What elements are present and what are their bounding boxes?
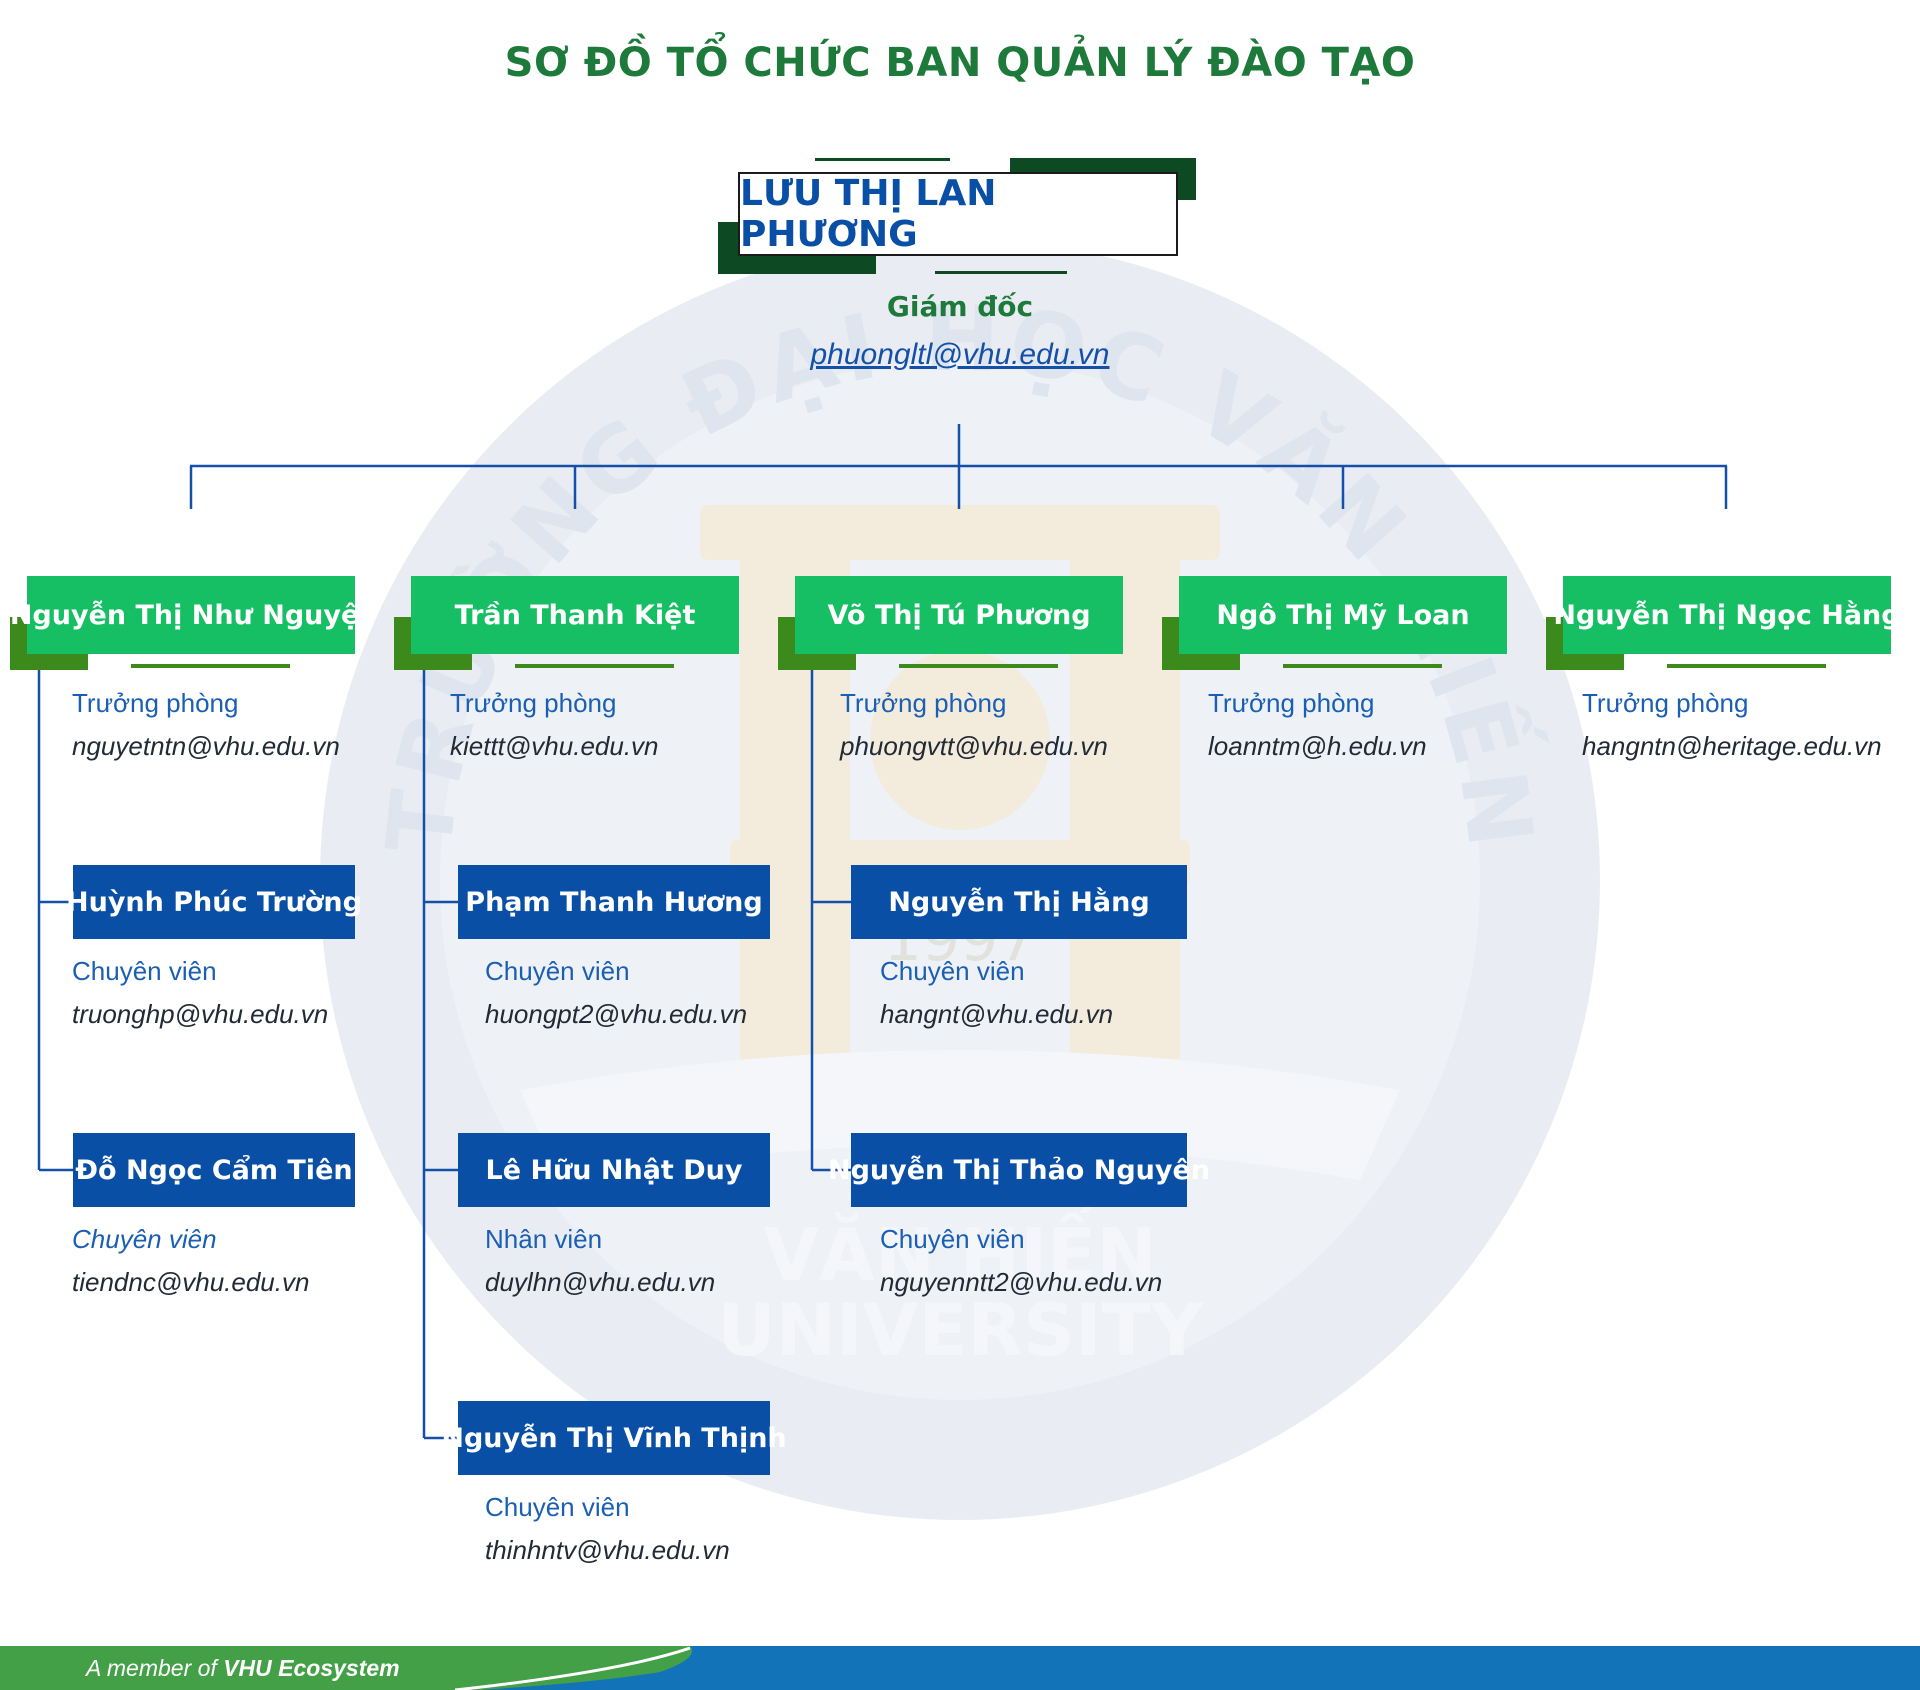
staff-email: huongpt2@vhu.edu.vn bbox=[485, 999, 748, 1029]
staff-role: Chuyên viên bbox=[485, 956, 630, 986]
head-email: phuongvtt@vhu.edu.vn bbox=[840, 731, 1108, 761]
watermark-line2: UNIVERSITY bbox=[717, 1288, 1204, 1372]
staff-email: nguyenntt2@vhu.edu.vn bbox=[880, 1267, 1163, 1297]
department-head-box: Trần Thanh Kiệt bbox=[411, 576, 739, 654]
staff-role: Nhân viên bbox=[485, 1224, 603, 1254]
head-role: Trưởng phòng bbox=[450, 688, 617, 718]
director-name-box: LƯU THỊ LAN PHƯƠNG bbox=[738, 172, 1178, 256]
footer-brand: VHU Ecosystem bbox=[223, 1655, 400, 1681]
head-role: Trưởng phòng bbox=[1582, 688, 1749, 718]
staff-name-box: Nguyễn Thị Thảo Nguyên bbox=[828, 1133, 1210, 1207]
footer-ecosystem-text: A member of VHU Ecosystem bbox=[86, 1655, 400, 1682]
staff-name-box: Nguyễn Thị Vĩnh Thịnh bbox=[441, 1401, 787, 1475]
head-role: Trưởng phòng bbox=[1208, 688, 1375, 718]
head-email: loanntm@h.edu.vn bbox=[1208, 731, 1427, 761]
department-head-box: Nguyễn Thị Ngọc Hằng bbox=[1553, 576, 1901, 654]
head-email: nguyetntn@vhu.edu.vn bbox=[72, 731, 340, 761]
staff-name-box: Huỳnh Phúc Trường bbox=[66, 865, 362, 939]
director-email-link[interactable]: phuongltl@vhu.edu.vn bbox=[810, 338, 1110, 371]
director-role: Giám đốc bbox=[886, 290, 1034, 323]
head-email: kiettt@vhu.edu.vn bbox=[450, 731, 659, 761]
watermark-line1: VĂN HIẾN bbox=[763, 1204, 1156, 1297]
staff-role: Chuyên viên bbox=[880, 1224, 1025, 1254]
staff-name-box: Nguyễn Thị Hằng bbox=[851, 865, 1187, 939]
director-deco-line-top bbox=[815, 158, 950, 161]
head1-deco-line bbox=[131, 664, 290, 668]
page-title: SƠ ĐỒ TỔ CHỨC BAN QUẢN LÝ ĐÀO TẠO bbox=[504, 40, 1416, 86]
staff-role: Chuyên viên bbox=[485, 1492, 630, 1522]
department-head-box: Nguyễn Thị Như Nguyệt bbox=[10, 576, 372, 654]
staff-email: truonghp@vhu.edu.vn bbox=[72, 999, 329, 1029]
staff-role: Chuyên viên bbox=[72, 1224, 217, 1254]
staff-name-box: Đỗ Ngọc Cẩm Tiên bbox=[73, 1133, 355, 1207]
staff-email: tiendnc@vhu.edu.vn bbox=[72, 1267, 310, 1297]
head-role: Trưởng phòng bbox=[72, 688, 239, 718]
head2-deco-line bbox=[515, 664, 674, 668]
head5-deco-line bbox=[1667, 664, 1826, 668]
staff-role: Chuyên viên bbox=[72, 956, 217, 986]
head-role: Trưởng phòng bbox=[840, 688, 1007, 718]
department-head-box: Võ Thị Tú Phương bbox=[795, 576, 1123, 654]
head-email: hangntn@heritage.edu.vn bbox=[1582, 731, 1882, 761]
staff-email: thinhntv@vhu.edu.vn bbox=[485, 1535, 730, 1565]
staff-email: duylhn@vhu.edu.vn bbox=[485, 1267, 716, 1297]
staff-email: hangnt@vhu.edu.vn bbox=[880, 999, 1114, 1029]
head4-deco-line bbox=[1283, 664, 1442, 668]
department-head-box: Ngô Thị Mỹ Loan bbox=[1179, 576, 1507, 654]
footer-prefix: A member of bbox=[86, 1655, 217, 1681]
head3-deco-line bbox=[899, 664, 1058, 668]
staff-name-box: Lê Hữu Nhật Duy bbox=[458, 1133, 770, 1207]
staff-role: Chuyên viên bbox=[880, 956, 1025, 986]
staff-name-box: Phạm Thanh Hương bbox=[458, 865, 770, 939]
director-deco-line-bottom bbox=[935, 271, 1067, 274]
